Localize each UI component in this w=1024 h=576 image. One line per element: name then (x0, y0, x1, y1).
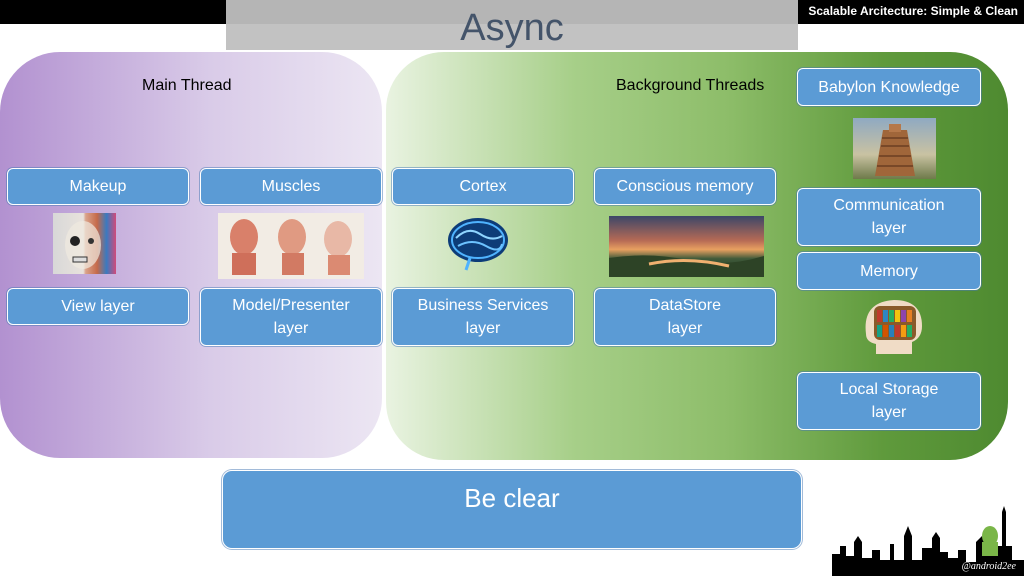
muscle-anatomy-image (218, 213, 364, 279)
datastore-layer-box: DataStore layer (594, 288, 776, 346)
business-services-layer-box: Business Services layer (392, 288, 574, 346)
paris-skyline-logo (832, 506, 1024, 576)
model-presenter-layer-box: Model/Presenter layer (200, 288, 382, 346)
view-layer-box: View layer (7, 288, 189, 325)
main-thread-label: Main Thread (142, 77, 232, 94)
conscious-memory-box: Conscious memory (594, 168, 776, 205)
slide-title: Async (460, 7, 564, 49)
babylon-knowledge-box: Babylon Knowledge (797, 68, 981, 106)
half-skull-face-image (53, 213, 116, 274)
tower-of-babel-image (853, 118, 936, 179)
be-clear-banner: Be clear (222, 470, 802, 549)
sunset-landscape-image (609, 216, 764, 277)
background-threads-label: Background Threads (616, 77, 765, 94)
deck-title: Scalable Arcitecture: Simple & Clean (808, 4, 1018, 18)
bookshelf-head-image (856, 294, 928, 356)
communication-layer-box: Communication layer (797, 188, 981, 246)
cortex-box: Cortex (392, 168, 574, 205)
local-storage-layer-box: Local Storage layer (797, 372, 981, 430)
muscles-box: Muscles (200, 168, 382, 205)
makeup-box: Makeup (7, 168, 189, 205)
memory-box: Memory (797, 252, 981, 290)
glowing-brain-image (440, 212, 512, 274)
author-handle: @android2ee (961, 561, 1016, 572)
title-band (226, 0, 798, 50)
